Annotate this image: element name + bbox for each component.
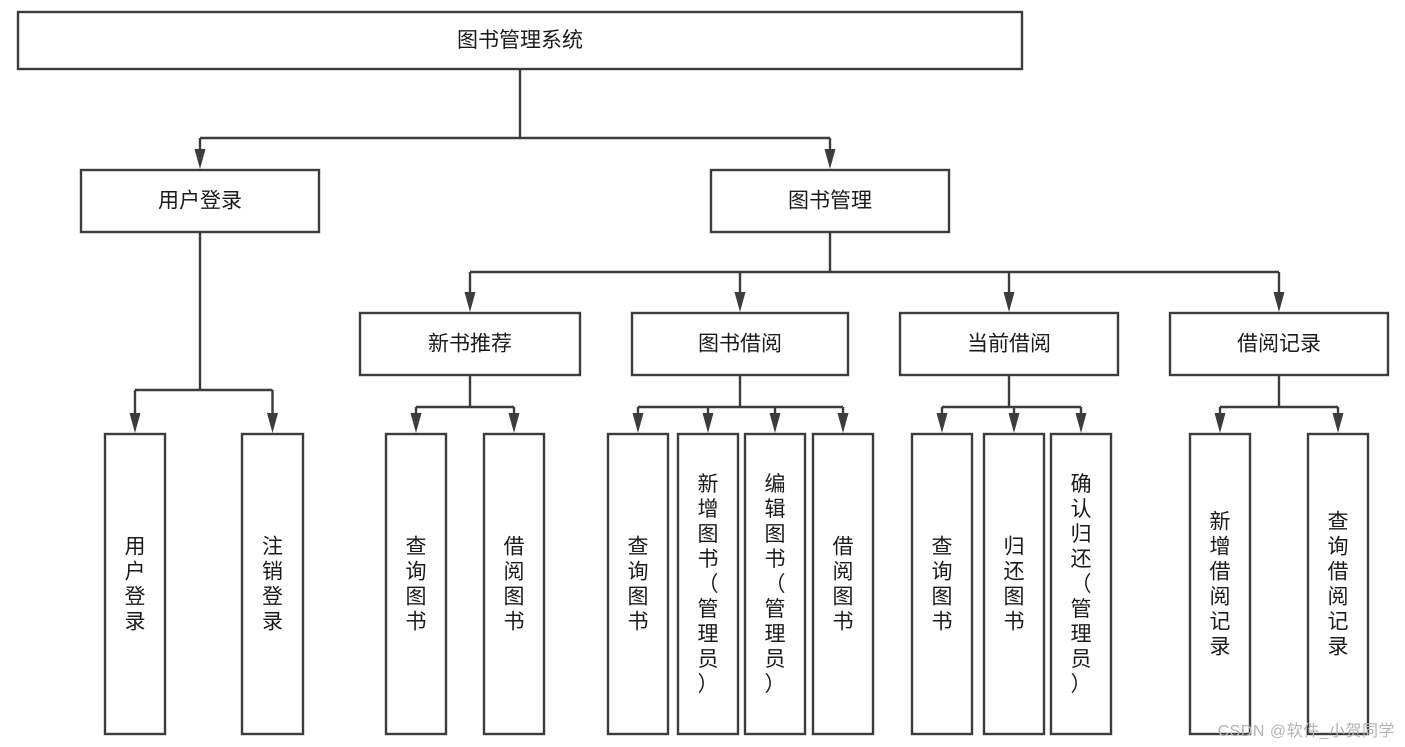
node-leaf-return-book[interactable]: 归还图书: [982, 432, 1046, 736]
arrow-head-icon: [702, 413, 714, 433]
arrow-head-icon: [1003, 292, 1015, 312]
node-leaf-query-book-3[interactable]: 查询图书: [910, 432, 974, 736]
arrow-head-icon: [769, 413, 781, 433]
node-rect: [811, 432, 875, 736]
node-rect: [358, 311, 582, 377]
arrow-head-icon: [410, 413, 422, 433]
node-label: 新书推荐: [428, 333, 512, 356]
arrow-head-icon: [837, 413, 849, 433]
node-rect: [16, 10, 1024, 71]
node-rect: [606, 432, 670, 736]
node-label: 查询图书: [932, 536, 953, 634]
node-rect: [709, 168, 951, 234]
arrow-head-icon: [194, 149, 206, 169]
node-label: 查询借阅记录: [1328, 511, 1349, 659]
watermark-label: CSDN @软件_小贺同学: [1217, 723, 1395, 740]
node-leaf-query-book-1[interactable]: 查询图书: [384, 432, 448, 736]
node-label: 新增图书（管理员）: [698, 473, 719, 696]
node-rect: [982, 432, 1046, 736]
node-rect: [1168, 311, 1390, 377]
arrow-head-icon: [1273, 292, 1285, 312]
node-leaf-query-book-2[interactable]: 查询图书: [606, 432, 670, 736]
node-rect: [676, 432, 740, 736]
node-root-root[interactable]: 图书管理系统: [16, 10, 1024, 71]
node-label: 新增借阅记录: [1210, 511, 1231, 659]
node-rect: [898, 311, 1120, 377]
node-label: 借阅图书: [504, 536, 525, 634]
node-rect: [1049, 432, 1113, 736]
node-label: 查询图书: [406, 536, 427, 634]
node-rect: [482, 432, 546, 736]
arrow-head-icon: [1214, 413, 1226, 433]
node-label: 注销登录: [262, 536, 283, 634]
node-rect: [79, 168, 321, 234]
node-label: 编辑图书（管理员）: [765, 473, 786, 696]
node-leaf-query-borrow-record[interactable]: 查询借阅记录: [1306, 432, 1370, 736]
arrow-head-icon: [1008, 413, 1020, 433]
arrow-head-icon: [632, 413, 644, 433]
node-layer: 图书管理系统用户登录图书管理新书推荐图书借阅当前借阅借阅记录用户登录注销登录查询…: [16, 10, 1390, 736]
node-leaf-confirm-return[interactable]: 确认归还（管理员）: [1049, 432, 1113, 736]
arrow-head-icon: [464, 292, 476, 312]
node-label: 借阅图书: [833, 536, 854, 634]
node-leaf-edit-book[interactable]: 编辑图书（管理员）: [743, 432, 807, 736]
node-leaf-user-login[interactable]: 用户登录: [103, 432, 167, 736]
node-rect: [1306, 432, 1370, 736]
arrow-head-icon: [129, 413, 141, 433]
node-book-manage[interactable]: 图书管理: [709, 168, 951, 234]
node-rect: [103, 432, 167, 736]
node-rect: [240, 432, 305, 736]
node-label: 图书管理系统: [457, 29, 583, 52]
node-rect: [1188, 432, 1252, 736]
arrow-head-icon: [824, 149, 836, 169]
node-user-login[interactable]: 用户登录: [79, 168, 321, 234]
node-new-book-recommend[interactable]: 新书推荐: [358, 311, 582, 377]
node-rect: [630, 311, 850, 377]
arrow-head-icon: [1332, 413, 1344, 433]
node-label: 用户登录: [158, 190, 242, 213]
node-rect: [910, 432, 974, 736]
node-leaf-add-book[interactable]: 新增图书（管理员）: [676, 432, 740, 736]
node-label: 确认归还（管理员）: [1071, 473, 1092, 696]
arrow-head-icon: [1075, 413, 1087, 433]
connector-layer: [129, 69, 1344, 433]
node-leaf-borrow-book-1[interactable]: 借阅图书: [482, 432, 546, 736]
node-rect: [743, 432, 807, 736]
arrow-head-icon: [508, 413, 520, 433]
node-label: 借阅记录: [1237, 333, 1321, 356]
node-label: 查询图书: [628, 536, 649, 634]
arrow-head-icon: [267, 413, 278, 433]
node-label: 图书管理: [788, 190, 872, 213]
node-book-borrow[interactable]: 图书借阅: [630, 311, 850, 377]
arrow-head-icon: [734, 292, 746, 312]
node-label: 用户登录: [125, 536, 146, 634]
arrow-head-icon: [936, 413, 948, 433]
node-current-borrow[interactable]: 当前借阅: [898, 311, 1120, 377]
node-label: 当前借阅: [967, 333, 1051, 356]
node-label: 图书借阅: [698, 333, 782, 356]
node-leaf-borrow-book-2[interactable]: 借阅图书: [811, 432, 875, 736]
node-borrow-record[interactable]: 借阅记录: [1168, 311, 1390, 377]
node-leaf-user-logout[interactable]: 注销登录: [240, 432, 305, 736]
node-label: 归还图书: [1004, 536, 1025, 634]
node-rect: [384, 432, 448, 736]
node-leaf-add-borrow-record[interactable]: 新增借阅记录: [1188, 432, 1252, 736]
